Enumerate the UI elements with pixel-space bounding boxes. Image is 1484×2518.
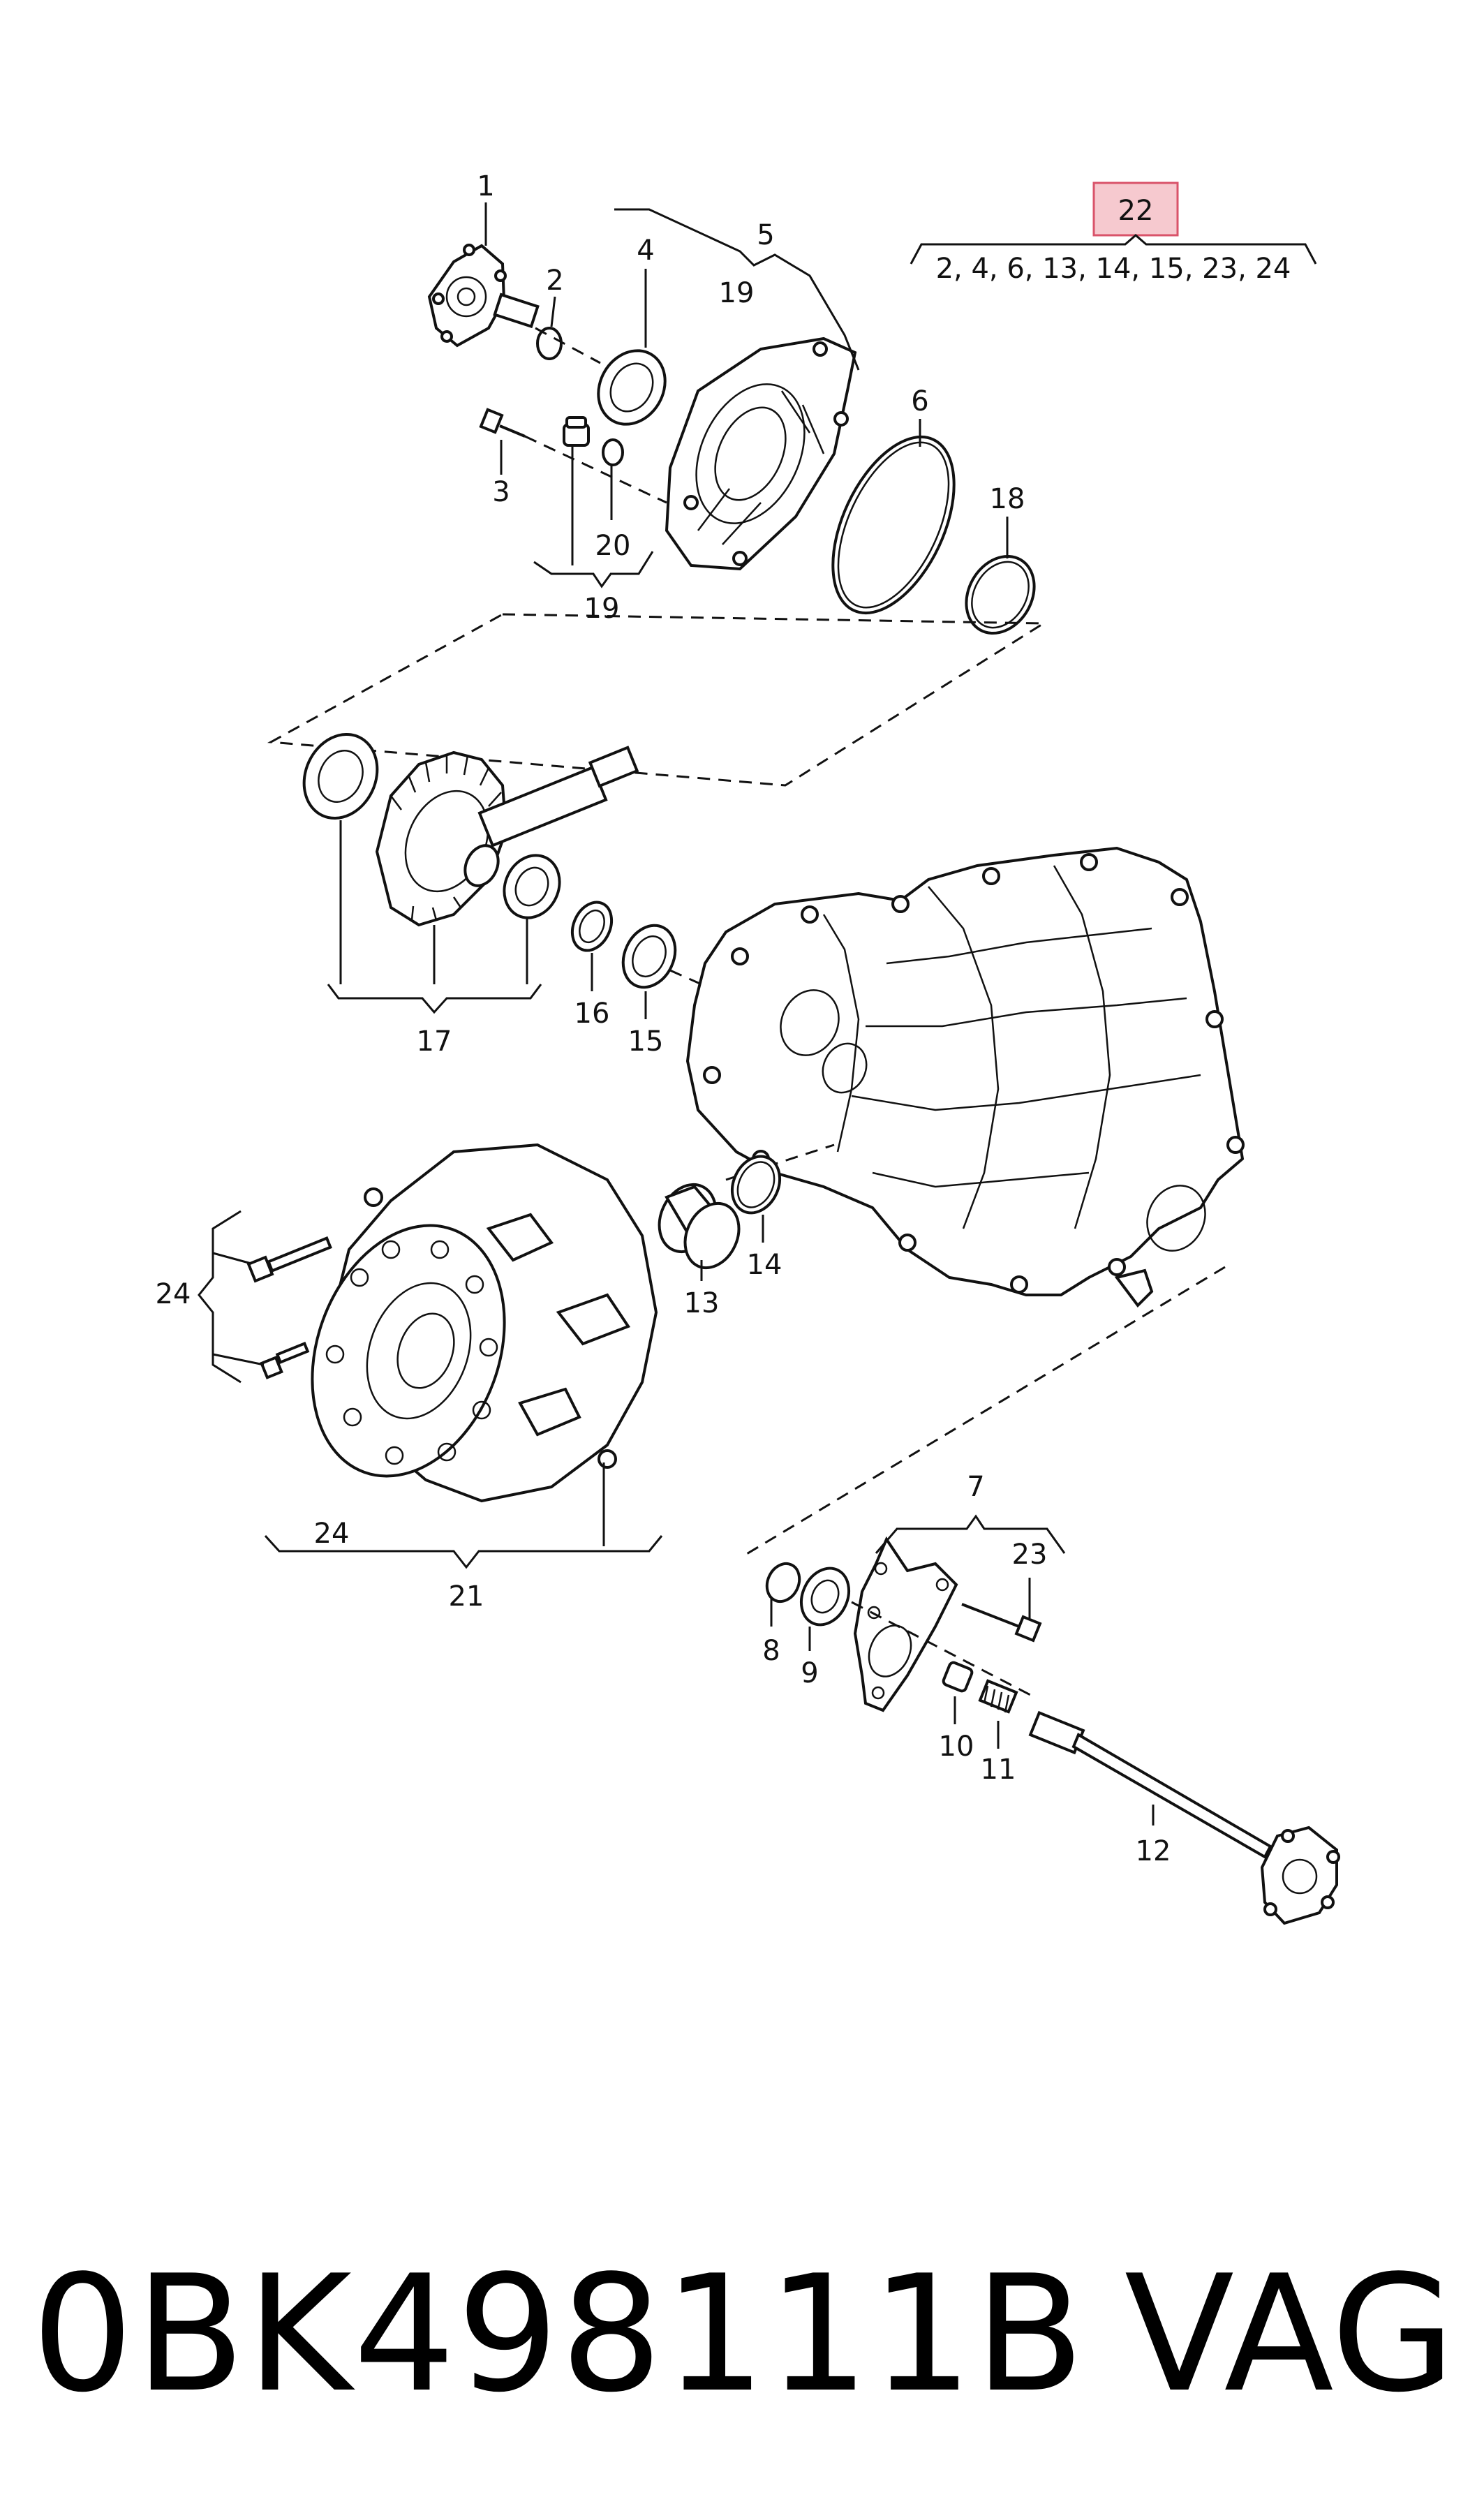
label-1: 1 bbox=[477, 170, 494, 202]
part-1-flange-shaft[interactable] bbox=[427, 244, 540, 348]
part-19-plug[interactable] bbox=[563, 416, 590, 447]
label-14: 14 bbox=[747, 1249, 782, 1281]
label-2: 2 bbox=[546, 265, 563, 297]
bracket-21-24 bbox=[264, 1534, 663, 1569]
label-9: 9 bbox=[801, 1657, 818, 1689]
bracket-7 bbox=[875, 1514, 1066, 1554]
gearbox-housing[interactable] bbox=[685, 846, 1245, 1308]
part-7-cover-plate[interactable] bbox=[853, 1536, 958, 1712]
part-10-spacer[interactable] bbox=[942, 1661, 974, 1693]
bracket-17 bbox=[327, 984, 542, 1014]
part-12-output-shaft[interactable] bbox=[1028, 1710, 1340, 1925]
label-23: 23 bbox=[1012, 1539, 1048, 1571]
label-4: 4 bbox=[637, 235, 654, 267]
label-16: 16 bbox=[574, 998, 610, 1030]
label-6: 6 bbox=[911, 385, 928, 417]
label-15: 15 bbox=[628, 1025, 664, 1058]
callout-22[interactable]: 22 bbox=[1092, 182, 1179, 237]
label-19-upper: 19 bbox=[719, 277, 755, 309]
part-17-bearing-left[interactable] bbox=[290, 723, 390, 831]
label-24-left: 24 bbox=[156, 1278, 191, 1310]
part-16-shim[interactable] bbox=[565, 896, 619, 956]
part-24-bolt-short[interactable] bbox=[260, 1341, 310, 1379]
label-11: 11 bbox=[981, 1754, 1016, 1786]
bracket-5-19 bbox=[614, 208, 860, 371]
label-21: 21 bbox=[449, 1580, 484, 1613]
label-18: 18 bbox=[990, 483, 1025, 515]
label-5: 5 bbox=[757, 219, 774, 251]
part-20-seal-ring[interactable] bbox=[602, 438, 624, 466]
label-12: 12 bbox=[1136, 1835, 1171, 1867]
label-13: 13 bbox=[684, 1287, 720, 1319]
part-21-dual-clutch[interactable] bbox=[279, 1143, 658, 1503]
label-10: 10 bbox=[939, 1731, 974, 1763]
label-20: 20 bbox=[595, 530, 631, 562]
label-24-bottom: 24 bbox=[314, 1518, 350, 1550]
dashed-outline-upper bbox=[267, 613, 1048, 787]
part-23-bolt[interactable] bbox=[961, 1603, 1042, 1643]
label-19-lower: 19 bbox=[584, 593, 620, 625]
part-4-oil-seal[interactable] bbox=[586, 339, 678, 436]
set-22-bracket bbox=[910, 234, 1317, 265]
bracket-24-left bbox=[198, 1210, 242, 1384]
dashed-outline-lower bbox=[741, 1266, 1226, 1558]
part-number: 0BK498111B bbox=[31, 2242, 1086, 2428]
part-11-spring[interactable] bbox=[978, 1679, 1018, 1714]
set-22-contents: 2, 4, 6, 13, 14, 15, 23, 24 bbox=[936, 253, 1291, 285]
callout-22-box bbox=[1092, 182, 1179, 237]
bracket-19-lower bbox=[533, 551, 654, 588]
label-7: 7 bbox=[967, 1471, 984, 1503]
part-13-bearing-cup[interactable] bbox=[648, 1176, 748, 1277]
callout-22-number: 22 bbox=[1118, 195, 1154, 227]
part-6-o-ring[interactable] bbox=[808, 418, 979, 632]
part-5-housing-cover[interactable] bbox=[665, 336, 857, 571]
part-24-bolt-long[interactable] bbox=[246, 1236, 332, 1283]
label-8: 8 bbox=[762, 1635, 780, 1667]
label-3: 3 bbox=[492, 476, 510, 508]
label-17: 17 bbox=[417, 1025, 452, 1058]
part-2-circlip[interactable] bbox=[536, 327, 563, 360]
part-15-shaft-seal[interactable] bbox=[614, 917, 685, 996]
brand-name: VAG bbox=[1124, 2242, 1455, 2428]
part-3-bolt[interactable] bbox=[479, 408, 526, 438]
footer: 0BK498111B VAG bbox=[31, 2230, 1455, 2440]
part-9-bearing[interactable] bbox=[792, 1560, 858, 1632]
part-17-gear-set[interactable] bbox=[375, 746, 639, 927]
part-8-circlip[interactable] bbox=[761, 1558, 806, 1606]
part-17-bearing-right[interactable] bbox=[494, 846, 570, 926]
